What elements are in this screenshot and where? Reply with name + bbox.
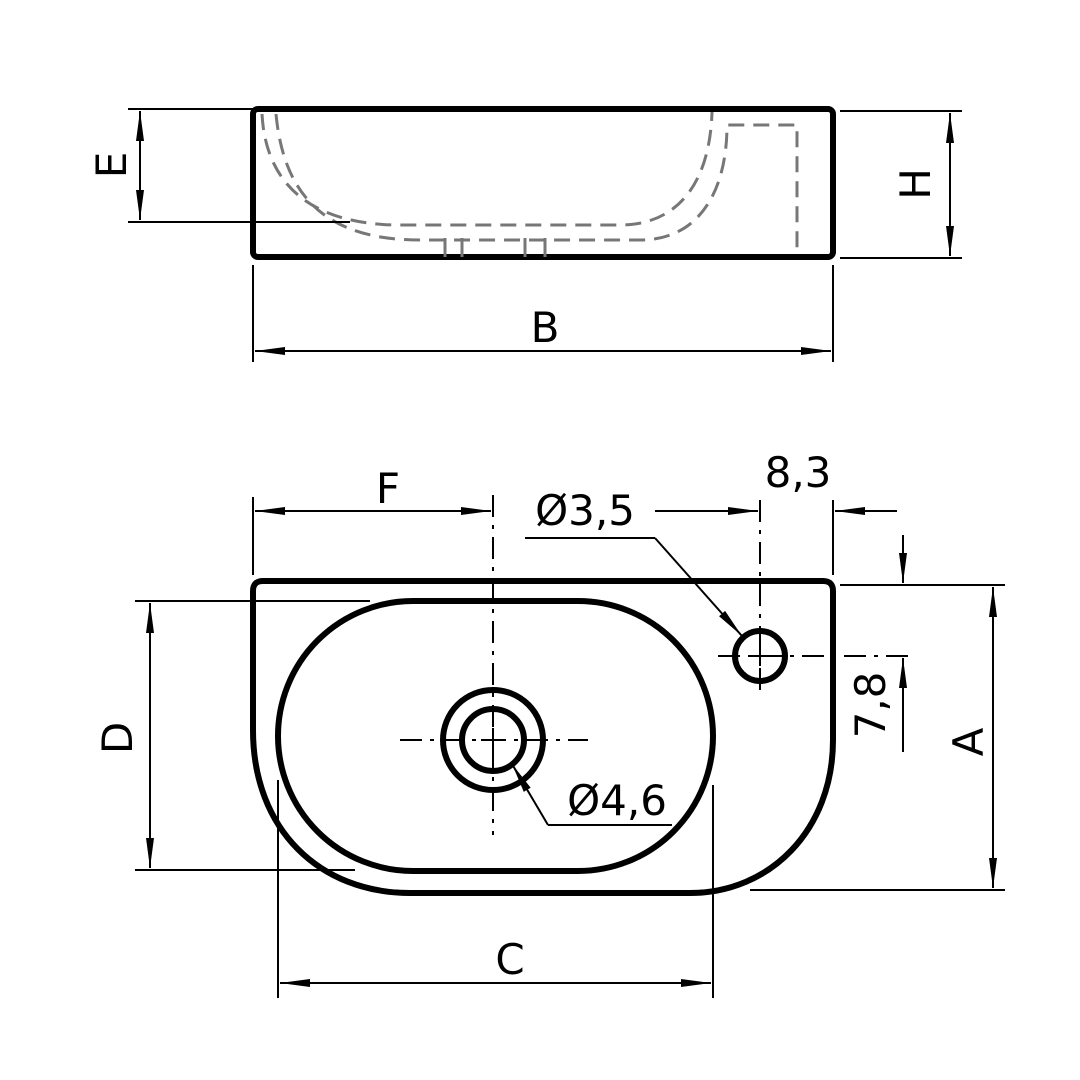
- dim-h-extension: [840, 110, 962, 259]
- drain-hidden-lines: [443, 238, 547, 257]
- tap-leader-arrow: [654, 537, 743, 637]
- dim-h-label: H: [891, 168, 940, 200]
- basin-outer-hidden-line: [274, 113, 799, 255]
- tap-centerlines: [718, 500, 915, 695]
- side-view: E H B: [87, 106, 962, 362]
- dim-e-label: E: [87, 152, 136, 179]
- dim-e-extension: [128, 108, 350, 223]
- basin-inner-hidden-line: [260, 111, 714, 227]
- basin-outline: [275, 598, 716, 874]
- drain-leader-arrow: [511, 763, 549, 826]
- drain-centerlines: [400, 495, 588, 835]
- dim-c-label: C: [495, 935, 524, 984]
- tap-hole-diameter-label: Ø3,5: [535, 486, 635, 535]
- dim-d-extension: [135, 600, 370, 871]
- sink-outline: [250, 578, 836, 896]
- dim-8-3-label: 8,3: [765, 448, 832, 497]
- dim-b-extension: [252, 265, 834, 362]
- dim-a-label: A: [944, 727, 993, 756]
- dim-7-8-label: 7,8: [846, 672, 895, 739]
- dim-d-label: D: [93, 722, 142, 754]
- plan-view: F Ø3,5 8,3 7,8 A D C Ø4,6: [93, 448, 1005, 998]
- side-view-outline: [250, 106, 836, 260]
- dim-b-label: B: [531, 303, 560, 352]
- dim-c-extension: [277, 780, 714, 998]
- drain-diameter-label: Ø4,6: [567, 776, 667, 825]
- dim-f-label: F: [376, 464, 400, 513]
